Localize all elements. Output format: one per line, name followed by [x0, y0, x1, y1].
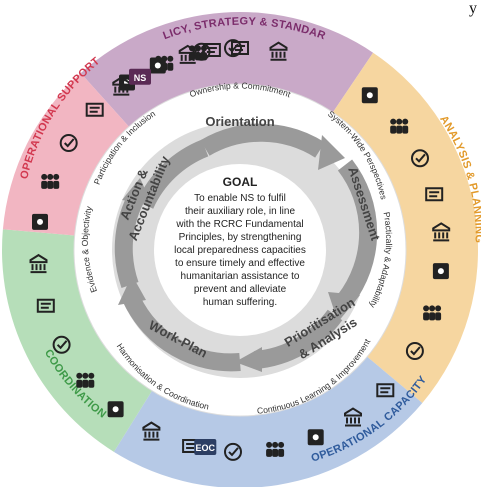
goal-line: prevent and alleviate [194, 284, 287, 295]
bank-icon [36, 298, 55, 313]
handshake-icon [76, 372, 95, 388]
goal-line: To enable NS to fulfil [194, 193, 286, 204]
ns-badge: NS [129, 68, 151, 85]
person-check-icon [269, 41, 288, 61]
people-un-icon [29, 253, 48, 274]
arrows-in-icon [52, 335, 71, 354]
tools-icon [307, 429, 324, 446]
stacked-docs-icon [432, 263, 449, 280]
goal-line: their auxiliary role, in line [185, 206, 295, 217]
cycle-gear-icon [432, 222, 451, 242]
svg-text:NS: NS [134, 73, 147, 83]
corner-text: y [469, 0, 477, 17]
speech-icon [202, 43, 221, 57]
segment-coordination [1, 229, 153, 452]
person-laptop-icon [344, 407, 362, 427]
goal-line: human suffering. [203, 297, 277, 308]
money-bag-icon [178, 44, 197, 64]
segment-capacity [113, 356, 423, 487]
segment-analysis [332, 52, 479, 403]
icon-layer: NS EOC [29, 39, 451, 461]
goal-line: local preparedness capacities [174, 245, 306, 256]
goal-circle [154, 164, 326, 336]
people-check-icon [405, 342, 424, 360]
question-doc-icon [224, 442, 242, 461]
goal-title: GOAL [223, 175, 258, 189]
segment-support [2, 73, 129, 236]
eoc-badge: EOC [194, 439, 217, 455]
goal-line: Principles, by strengthening [179, 232, 302, 243]
shield-heart-icon [59, 134, 78, 152]
monitor-search-icon [361, 87, 378, 104]
people-exchange-icon [41, 173, 60, 189]
settings-sliders-icon [142, 421, 161, 441]
money-icon [266, 441, 285, 457]
team-icon [376, 383, 395, 398]
group-icon [224, 39, 242, 58]
phase-orientation: Orientation [205, 114, 274, 129]
svg-text:EOC: EOC [196, 443, 216, 453]
lightbulb-icon [107, 401, 124, 418]
cycle-arrows [114, 123, 378, 372]
checklist-icon [425, 187, 444, 202]
goal-line: humanitarian assistance to [181, 271, 300, 282]
report-icon [390, 118, 409, 134]
signal-person-icon [149, 57, 166, 74]
segment-ring [1, 11, 479, 487]
goal-line: with the RCRC Fundamental [175, 219, 303, 230]
magnify-chart-icon [85, 102, 104, 117]
sync-icon [32, 213, 48, 230]
goal-line: to ensure timely and effective [175, 258, 305, 269]
segment-policy [80, 11, 374, 127]
goal-text: To enable NS to fulfil their auxiliary ro… [174, 193, 306, 308]
arrows-icon [423, 305, 442, 321]
handshake-hands-icon [411, 149, 429, 168]
